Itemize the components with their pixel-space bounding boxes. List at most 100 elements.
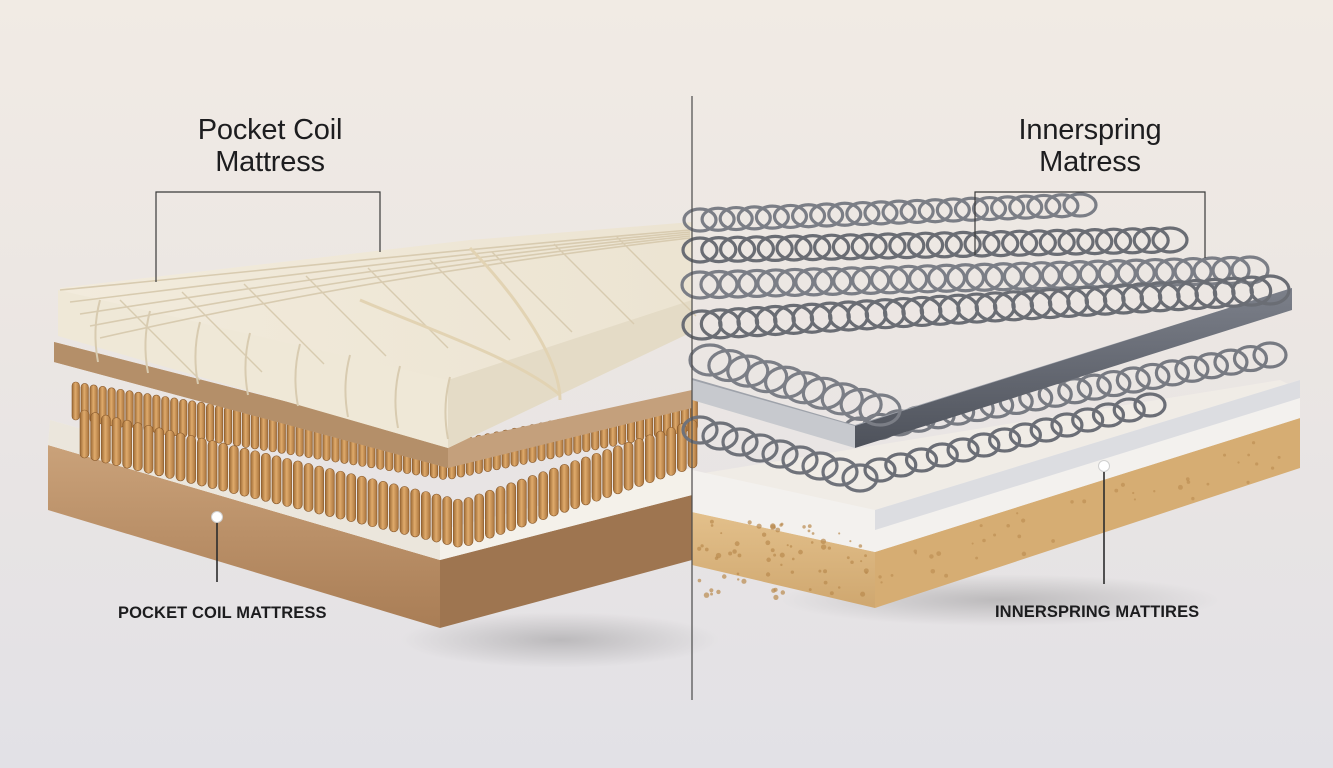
cork-speckle: [811, 532, 815, 535]
cork-speckle: [756, 523, 762, 529]
steel-spring: [813, 266, 853, 296]
steel-spring: [761, 439, 799, 469]
tuft-line: [491, 251, 573, 333]
cork-speckle: [703, 592, 710, 598]
steel-spring: [745, 360, 789, 394]
cork-speckle: [1017, 534, 1022, 539]
steel-spring: [1076, 228, 1114, 256]
tuft-line: [59, 229, 691, 291]
pocket-coil: [152, 394, 161, 434]
cork-speckle: [732, 549, 737, 554]
cork-speckle: [761, 532, 767, 537]
cork-speckle: [936, 551, 942, 556]
left-foam-side: [448, 300, 692, 448]
steel-spring: [699, 269, 739, 300]
left-wood-base-side: [48, 445, 440, 628]
cork-speckle: [837, 586, 841, 589]
pocket-coil: [282, 458, 292, 507]
cork-speckle: [802, 525, 806, 529]
left-title-line2: Mattress: [215, 146, 325, 178]
pocket-coil: [357, 475, 367, 525]
left-title: Pocket Coil Mattress: [150, 114, 390, 178]
steel-spring: [737, 268, 777, 299]
cork-speckle: [1132, 491, 1135, 495]
cork-speckle: [838, 532, 841, 535]
pocket-coil: [170, 397, 179, 437]
steel-spring: [1151, 226, 1189, 254]
cork-speckle: [789, 545, 793, 548]
cork-speckle: [716, 589, 721, 595]
steel-spring: [1091, 402, 1126, 428]
cork-speckle: [1255, 462, 1259, 466]
steel-spring: [794, 267, 834, 297]
cork-speckle: [697, 578, 702, 583]
steel-spring: [809, 202, 845, 228]
cork-speckle: [771, 588, 776, 593]
tuft-strap: [359, 298, 561, 397]
pocket-coil: [591, 452, 602, 502]
cork-speckle: [865, 571, 868, 574]
cork-speckle: [944, 573, 949, 578]
steel-spring: [884, 452, 918, 478]
pocket-coil: [303, 463, 314, 512]
steel-spring: [858, 393, 902, 427]
steel-spring: [756, 234, 794, 262]
steel-spring: [820, 382, 864, 416]
steel-spring: [863, 457, 897, 483]
steel-spring: [904, 447, 939, 473]
pocket-coil: [602, 449, 612, 498]
steel-spring: [1132, 226, 1170, 254]
steel-spring: [1232, 344, 1269, 373]
cork-speckle: [807, 524, 812, 529]
cork-speckle: [714, 556, 719, 560]
pocket-coil: [527, 475, 538, 524]
pocket-coil: [241, 409, 250, 448]
cork-speckle: [798, 549, 803, 555]
left-callout-bracket: [155, 191, 381, 282]
pocket-coil: [161, 396, 170, 435]
tuft-line: [344, 354, 351, 418]
cork-speckle: [765, 540, 771, 546]
tuft-line: [194, 321, 201, 385]
steel-spring: [1113, 227, 1152, 255]
pocket-coil: [335, 470, 346, 520]
steel-spring: [775, 234, 813, 262]
cork-speckle: [737, 553, 742, 558]
steel-spring: [688, 343, 732, 377]
pocket-coil: [623, 441, 634, 491]
steel-spring: [1050, 412, 1084, 438]
cork-speckle: [1082, 499, 1087, 504]
upper-spring-layer: [680, 192, 1291, 427]
pocket-coil: [143, 424, 154, 474]
cork-speckle: [1186, 480, 1191, 484]
steel-spring: [944, 230, 982, 258]
cork-speckle: [846, 556, 850, 560]
cork-speckle: [1270, 466, 1275, 470]
steel-spring: [1173, 256, 1213, 287]
cork-speckle: [810, 541, 814, 544]
pocket-coil: [634, 438, 644, 487]
pocket-coil: [188, 400, 197, 440]
pocket-coil: [517, 478, 527, 528]
steel-frame-side: [855, 288, 1292, 448]
steel-spring: [1021, 261, 1061, 291]
steel-spring: [971, 195, 1008, 222]
cork-speckle: [770, 523, 776, 529]
cork-speckle: [697, 546, 702, 551]
cork-speckle: [1206, 482, 1210, 486]
steel-spring: [907, 264, 948, 294]
steel-spring: [1000, 229, 1039, 257]
left-wood-base-side-right: [440, 495, 692, 628]
steel-spring: [863, 200, 899, 226]
cork-speckle: [1016, 512, 1019, 515]
tuft-line: [243, 283, 325, 365]
cork-speckle: [791, 557, 795, 561]
steel-spring: [701, 421, 739, 451]
steel-spring: [1057, 377, 1093, 405]
pocket-coil-mattress-illustration: [48, 222, 698, 628]
steel-spring: [967, 432, 1001, 458]
steel-spring: [681, 236, 719, 264]
pocket-coil: [111, 417, 122, 466]
cork-speckle: [1251, 441, 1256, 445]
